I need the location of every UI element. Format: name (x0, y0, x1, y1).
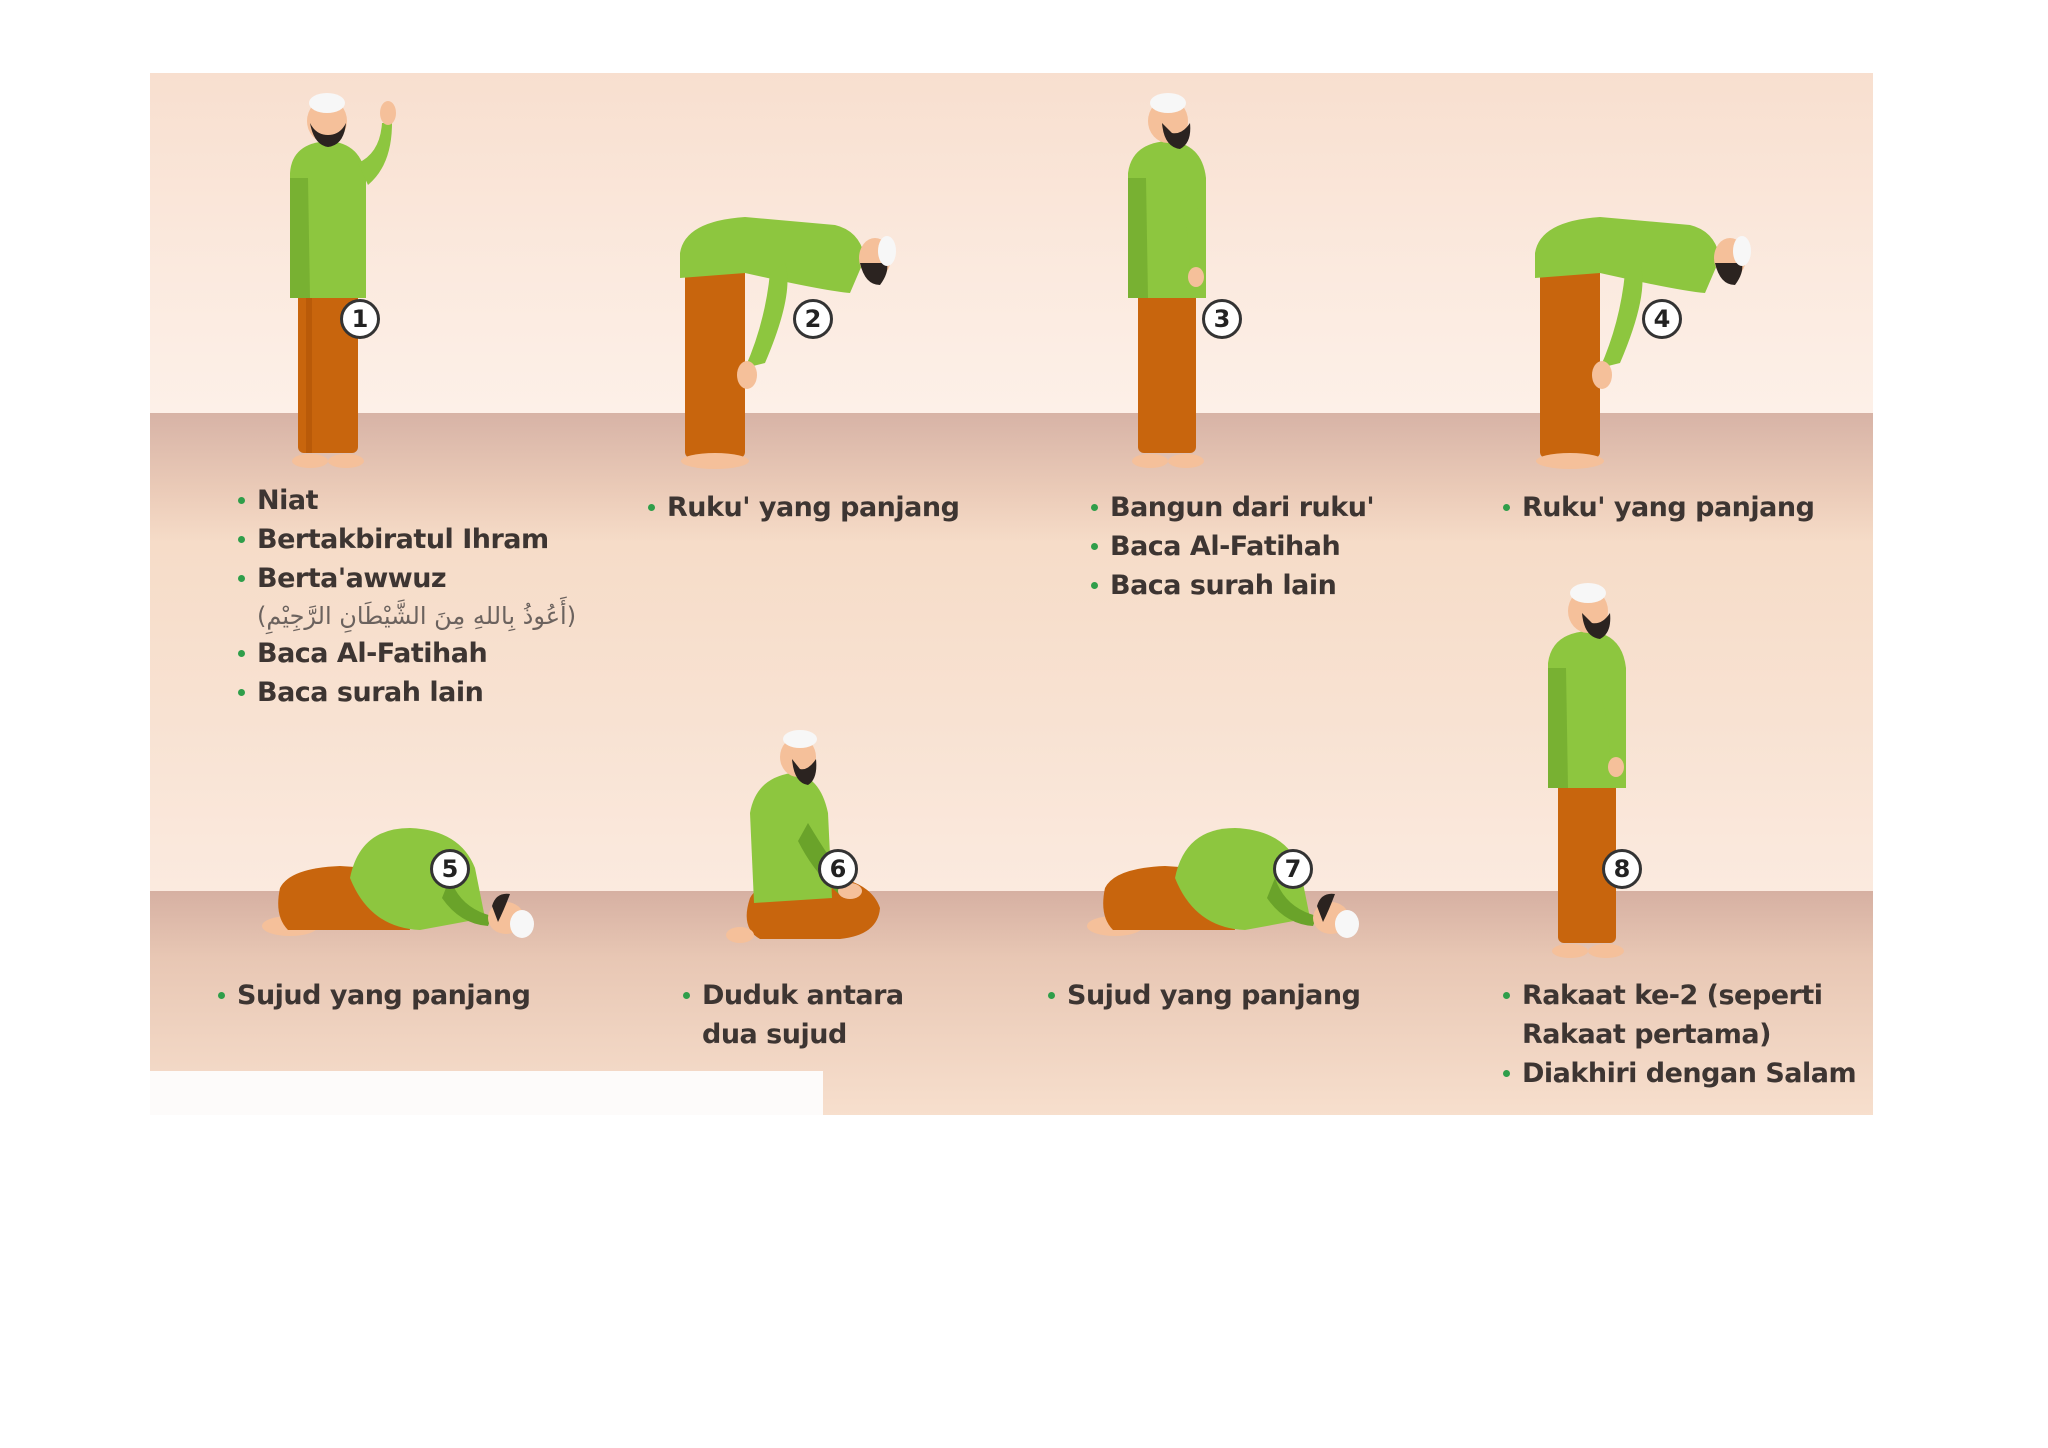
step-5-badge: 5 (430, 849, 470, 889)
step-1-item: Baca surah lain (235, 673, 576, 712)
step-4-badge: 4 (1642, 299, 1682, 339)
step-1-item: Berta'awwuz (235, 559, 576, 598)
figure-standing-takbir (290, 93, 396, 468)
step-1-item: Baca Al-Fatihah (235, 634, 576, 673)
figure-sujud-1 (262, 828, 534, 938)
figure-sitting (726, 730, 880, 943)
step-3-badge: 3 (1202, 299, 1242, 339)
step-3-item: Bangun dari ruku' (1088, 488, 1375, 527)
step-2-badge: 2 (793, 299, 833, 339)
step-6-caption: Duduk antara dua sujud (680, 976, 904, 1054)
step-2-caption: Ruku' yang panjang (645, 488, 960, 527)
step-6-badge: 6 (818, 849, 858, 889)
step-1-caption: Niat Bertakbiratul Ihram Berta'awwuz (أَ… (235, 481, 577, 712)
step-5-caption: Sujud yang panjang (215, 976, 531, 1015)
step-8-item: Diakhiri dengan Salam (1500, 1054, 1857, 1093)
step-7-item: Sujud yang panjang (1045, 976, 1361, 1015)
step-3-item: Baca Al-Fatihah (1088, 527, 1374, 566)
step-6-item: Duduk antara (680, 976, 904, 1015)
step-5-item: Sujud yang panjang (215, 976, 531, 1015)
figure-sujud-2 (1087, 828, 1359, 938)
step-3-caption: Bangun dari ruku' Baca Al-Fatihah Baca s… (1088, 488, 1375, 605)
step-4-item: Ruku' yang panjang (1500, 488, 1815, 527)
step-4-caption: Ruku' yang panjang (1500, 488, 1815, 527)
figure-ruku-1 (680, 217, 896, 469)
step-8-badge: 8 (1602, 849, 1642, 889)
step-1-item: Bertakbiratul Ihram (235, 520, 576, 559)
step-7-badge: 7 (1273, 849, 1313, 889)
step-7-caption: Sujud yang panjang (1045, 976, 1361, 1015)
step-3-item: Baca surah lain (1088, 566, 1374, 605)
figure-standing (1548, 583, 1626, 958)
step-8-caption: Rakaat ke-2 (seperti Rakaat pertama) Dia… (1500, 976, 1857, 1093)
blank-corner (150, 1071, 823, 1115)
step-1-item: Niat (235, 481, 576, 520)
step-2-item: Ruku' yang panjang (645, 488, 960, 527)
step-8-item: Rakaat ke-2 (seperti (1500, 976, 1856, 1015)
step-6-item: dua sujud (702, 1019, 847, 1050)
step-1-badge: 1 (340, 299, 380, 339)
figure-standing-itidal (1128, 93, 1206, 468)
figure-ruku-2 (1535, 217, 1751, 469)
step-8-item: Rakaat pertama) (1522, 1019, 1772, 1050)
taawwuz-arabic-text: (أَعُوذُ بِاللهِ مِنَ الشَّيْطَانِ الرَّ… (257, 602, 577, 630)
prayer-steps-panel: 1 2 3 4 Niat Bertak (150, 73, 1873, 1115)
